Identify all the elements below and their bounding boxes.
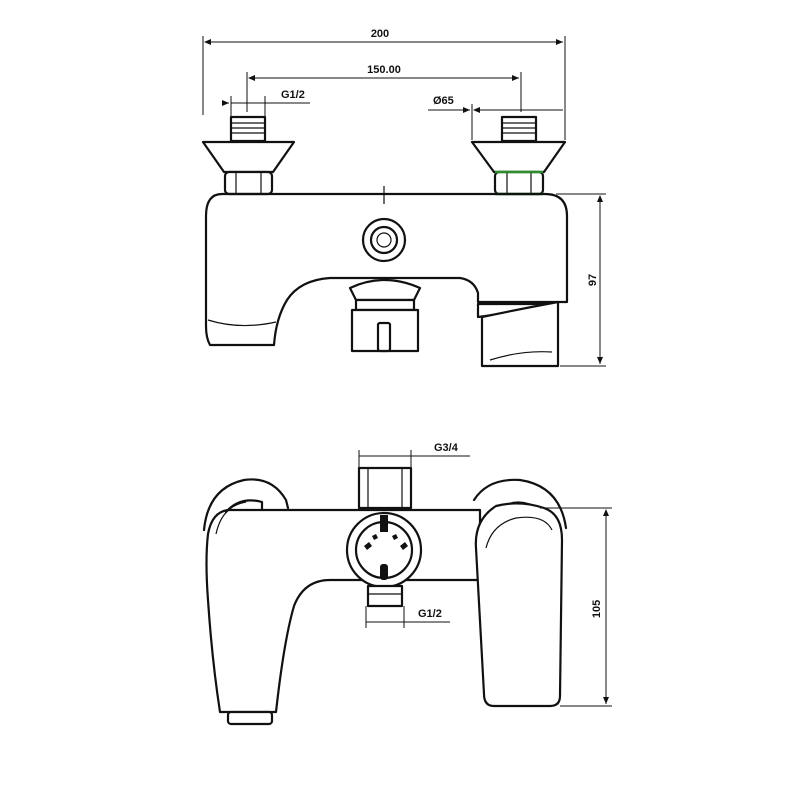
- bottom-outlet: [366, 584, 404, 608]
- escutcheon-diameter-label: Ø65: [433, 95, 454, 107]
- dimension-inlet-thread: G1/2: [222, 89, 310, 116]
- spout-outlet-top: [348, 278, 422, 353]
- mixer-body-front: [205, 508, 482, 714]
- front-height-label: 105: [591, 600, 603, 618]
- dimension-outlet-thread-top: G3/4: [358, 442, 470, 468]
- left-inlet-connector: [201, 115, 296, 196]
- handle-cap-top: [476, 300, 560, 368]
- left-escutcheon: [202, 478, 290, 535]
- mixer-body-top: [204, 192, 569, 347]
- dimension-overall-width: 200: [202, 28, 566, 115]
- outlet-thread-bottom-label: G1/2: [418, 608, 442, 620]
- dimension-top-height: 97: [556, 193, 606, 367]
- outlet-thread-top-label: G3/4: [434, 442, 459, 454]
- top-height-label: 97: [587, 274, 599, 286]
- overall-width-label: 200: [371, 28, 389, 40]
- top-outlet-block: [357, 466, 413, 510]
- dimension-front-height: 105: [540, 507, 612, 707]
- top-view: 200 150.00 G1/2 Ø65: [201, 28, 606, 368]
- diverter-knob-top: [361, 217, 407, 263]
- diverter-knob-front: [345, 511, 423, 589]
- dimension-outlet-thread-bottom: G1/2: [365, 606, 450, 628]
- dimension-inlet-spacing: 150.00: [246, 64, 522, 112]
- lever-handle: [474, 502, 564, 708]
- dimension-escutcheon-diameter: Ø65: [428, 95, 566, 140]
- inlet-thread-label: G1/2: [281, 89, 305, 101]
- right-inlet-connector: [470, 115, 567, 196]
- front-view: G3/4: [202, 442, 612, 726]
- spout-tip: [226, 710, 274, 726]
- inlet-spacing-label: 150.00: [367, 64, 401, 76]
